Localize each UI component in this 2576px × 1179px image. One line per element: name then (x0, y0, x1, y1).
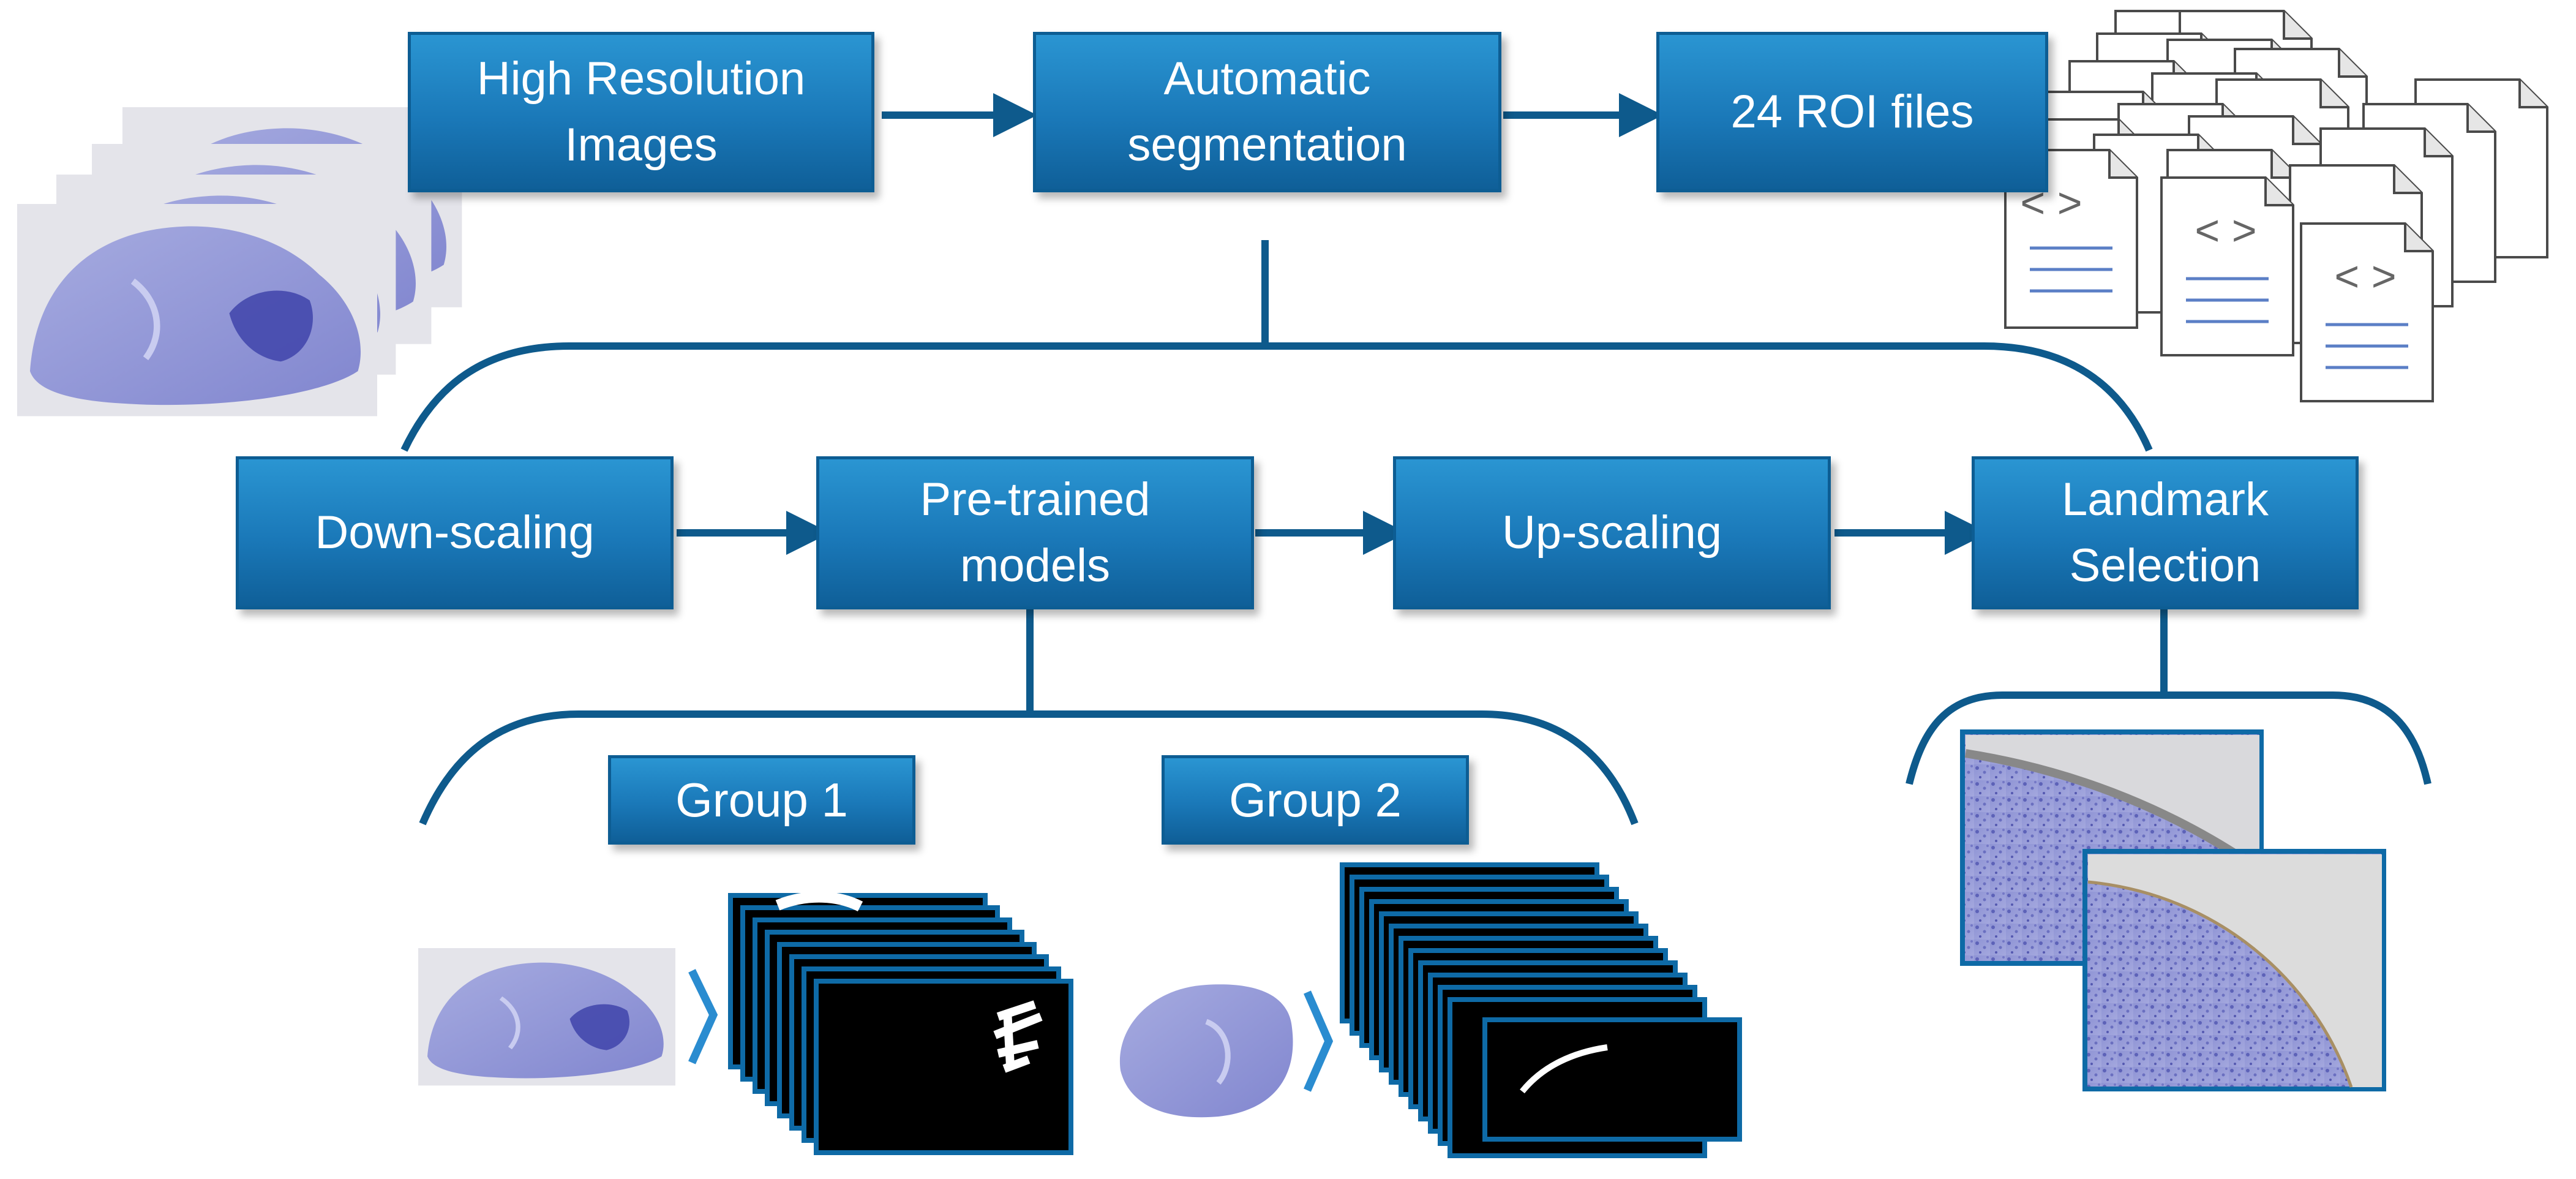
down-scaling-box: Down-scaling (236, 456, 674, 609)
brace-landmark (1906, 691, 2431, 785)
group-2-label: Group 2 (1162, 755, 1469, 845)
group2-mask-stack (1340, 862, 1742, 1158)
roi-files-box: 24 ROI files (1656, 32, 2048, 192)
connectors (400, 93, 2431, 826)
landmark-zoom-image-2 (2082, 849, 2386, 1091)
svg-text:< >: < > (2334, 252, 2396, 300)
roi-file-stack: < > < > < > (2004, 10, 2548, 402)
brace-top (400, 342, 2153, 452)
up-scaling-box: Up-scaling (1393, 456, 1831, 609)
pre-trained-models-box: Pre-trained models (816, 456, 1254, 609)
group1-mask-stack (728, 891, 1073, 1155)
automatic-segmentation-box: Automatic segmentation (1033, 32, 1501, 192)
group1-input-image (418, 948, 675, 1085)
code-file-icon: < > (2300, 222, 2434, 402)
group2-input-image (1119, 984, 1293, 1118)
brace-groups (419, 710, 1639, 826)
code-file-icon: < > (2160, 176, 2294, 356)
svg-text:< >: < > (2195, 206, 2256, 254)
chevron-right-icon (688, 969, 718, 1064)
high-res-image-stack (17, 107, 462, 416)
landmark-selection-box: Landmark Selection (1972, 456, 2359, 609)
group-1-label: Group 1 (608, 755, 915, 845)
cerebellum-mask (993, 1000, 1043, 1073)
chevron-right-icon (1304, 990, 1334, 1092)
high-resolution-images-box: High Resolution Images (408, 32, 874, 192)
